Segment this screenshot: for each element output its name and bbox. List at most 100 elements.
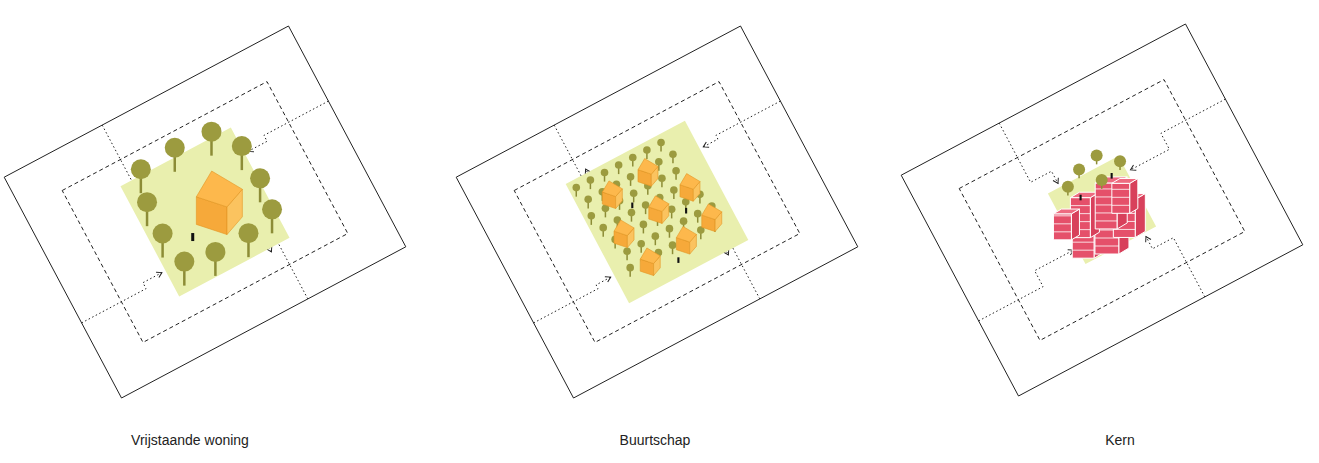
tree-trunk xyxy=(605,211,607,217)
tree-crown xyxy=(672,167,680,175)
tree-trunk xyxy=(590,183,592,189)
tree-trunk xyxy=(626,254,628,260)
house-roof xyxy=(640,248,660,264)
floor-line xyxy=(1095,220,1117,221)
tree-trunk xyxy=(174,156,177,172)
influence-arrow xyxy=(268,240,308,299)
tree-crown xyxy=(1114,155,1126,167)
tree-crown xyxy=(627,173,635,181)
tree-trunk xyxy=(640,247,642,253)
tree-crown xyxy=(572,184,580,192)
floor-line xyxy=(1070,205,1090,206)
floor-line xyxy=(1112,197,1130,198)
zone-boundary xyxy=(62,82,348,343)
tree-crown xyxy=(601,169,609,177)
tree-trunk xyxy=(161,242,164,258)
floor-line xyxy=(1053,223,1071,224)
floor-line xyxy=(1072,242,1094,243)
tree-crown xyxy=(205,242,225,262)
tree-trunk xyxy=(655,239,657,245)
person-figure xyxy=(677,257,679,263)
tree-trunk xyxy=(631,216,633,222)
building-front xyxy=(1053,214,1071,240)
influence-arrow xyxy=(1146,237,1205,297)
house-roof xyxy=(614,220,634,236)
tree-crown xyxy=(587,212,595,220)
tree-trunk xyxy=(633,196,635,202)
tree-crown xyxy=(628,209,636,217)
influence-arrow xyxy=(82,273,162,323)
tree-trunk xyxy=(576,191,578,197)
tree-crown xyxy=(630,190,638,198)
tree-trunk xyxy=(247,241,250,257)
tree-trunk xyxy=(146,210,149,226)
floor-line xyxy=(1053,215,1071,216)
tree-trunk xyxy=(214,260,217,276)
building-side xyxy=(1130,179,1138,214)
influence-arrow xyxy=(703,101,780,147)
building-front xyxy=(1112,183,1130,213)
tree-trunk xyxy=(604,176,606,182)
tree-crown xyxy=(657,139,665,147)
tree-crown xyxy=(174,252,194,272)
tree-crown xyxy=(1073,163,1085,175)
tree-trunk xyxy=(671,212,673,218)
tree-crown xyxy=(584,196,592,204)
house-roof xyxy=(649,196,669,212)
tree-crown xyxy=(599,224,607,232)
tree-trunk xyxy=(259,186,262,202)
building-roof xyxy=(1053,209,1079,214)
tree-crown xyxy=(165,138,185,158)
influence-arrow xyxy=(999,123,1058,183)
tree-crown xyxy=(655,158,663,166)
tree-trunk xyxy=(210,140,213,156)
influence-arrow xyxy=(534,277,611,323)
tree-trunk xyxy=(630,180,632,186)
influence-arrow xyxy=(248,101,328,151)
tree-crown xyxy=(238,223,258,243)
tree-crown xyxy=(587,176,595,184)
tree-crown xyxy=(131,159,151,179)
tree-crown xyxy=(658,174,666,182)
tree-trunk xyxy=(675,174,677,180)
tree-crown xyxy=(262,199,282,219)
site-boundary xyxy=(456,26,858,398)
floor-line xyxy=(1112,205,1130,206)
plot-ground xyxy=(1048,156,1156,264)
tree-crown xyxy=(642,201,650,209)
floor-line xyxy=(1072,250,1094,251)
plot-ground xyxy=(121,128,290,297)
tree-trunk xyxy=(672,248,674,254)
tree-crown xyxy=(629,154,637,162)
tree-crown xyxy=(201,122,221,142)
person-figure xyxy=(191,233,194,241)
tree-trunk xyxy=(587,202,589,208)
panel-caption: Kern xyxy=(1105,432,1135,448)
tree-trunk xyxy=(271,217,274,233)
plot-ground xyxy=(566,121,749,304)
zone-boundary xyxy=(959,80,1245,341)
tree-trunk xyxy=(591,219,593,225)
person-figure xyxy=(1080,195,1082,201)
tree-trunk xyxy=(660,146,662,152)
tree-trunk xyxy=(697,217,699,223)
tree-trunk xyxy=(699,197,701,203)
tree-crown xyxy=(637,240,645,248)
panel-caption: Buurtschap xyxy=(620,432,691,448)
tree-trunk xyxy=(632,161,634,167)
site-boundary xyxy=(901,24,1303,396)
tree-crown xyxy=(232,136,252,156)
tree-trunk xyxy=(140,177,143,193)
person-figure xyxy=(685,208,687,214)
tree-crown xyxy=(640,221,648,229)
tree-crown xyxy=(680,217,688,225)
tree-crown xyxy=(615,161,623,169)
tree-crown xyxy=(666,225,674,233)
tree-trunk xyxy=(602,231,604,237)
tree-trunk xyxy=(673,193,675,199)
house-roof xyxy=(602,181,622,197)
floor-line xyxy=(1112,189,1130,190)
tree-trunk xyxy=(669,232,671,238)
floor-line xyxy=(1095,246,1119,247)
